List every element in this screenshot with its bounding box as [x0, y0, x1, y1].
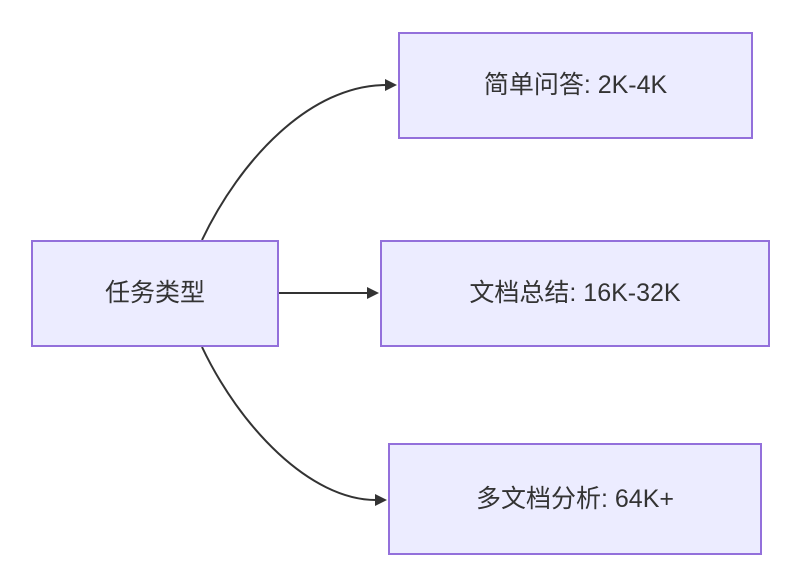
- node-doc-summary-label: 文档总结: 16K-32K: [469, 279, 681, 308]
- node-simple-qa-label: 简单问答: 2K-4K: [483, 71, 668, 100]
- node-task-type-label: 任务类型: [104, 279, 205, 308]
- edge-task-to-multi-doc: [201, 346, 387, 506]
- node-multi-doc-analysis: 多文档分析: 64K+: [388, 443, 762, 555]
- node-task-type: 任务类型: [31, 240, 279, 347]
- node-doc-summary: 文档总结: 16K-32K: [380, 240, 770, 347]
- node-simple-qa: 简单问答: 2K-4K: [398, 32, 753, 139]
- node-multi-doc-analysis-label: 多文档分析: 64K+: [476, 484, 674, 513]
- edge-task-to-simple-qa: [201, 79, 397, 241]
